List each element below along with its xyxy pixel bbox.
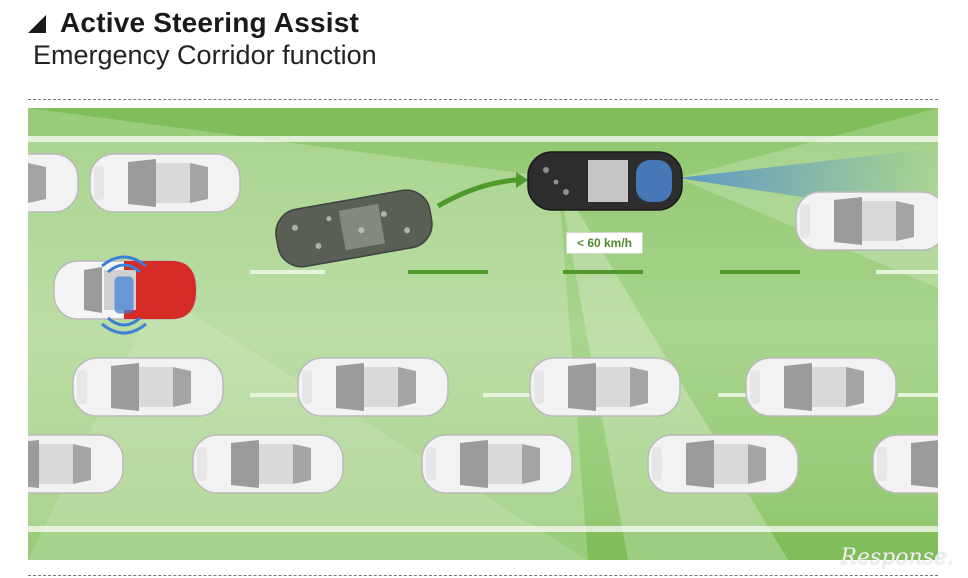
bottom-divider <box>28 575 938 576</box>
car-mid-1 <box>72 357 224 417</box>
speed-limit-label: < 60 km/h <box>566 232 643 254</box>
car-bot-0 <box>28 434 124 494</box>
title-row: Active Steering Assist <box>28 6 359 40</box>
car-changing-lane <box>275 189 433 268</box>
highway-illustration <box>28 108 938 560</box>
road-shoulder-line-bottom <box>28 526 938 532</box>
car-top-0 <box>28 153 79 213</box>
top-divider <box>28 99 938 100</box>
car-bot-2 <box>421 434 573 494</box>
car-bot-4 <box>872 434 938 494</box>
car-mid-2 <box>297 357 449 417</box>
header: Active Steering Assist <box>28 6 359 40</box>
page-subtitle: Emergency Corridor function <box>33 40 377 70</box>
arrow-head-icon <box>516 172 528 188</box>
lane-markings-lower <box>250 393 938 397</box>
car-top-right <box>795 191 938 251</box>
car-bot-3 <box>647 434 799 494</box>
lane-change-arrow <box>436 177 517 209</box>
car-bot-1 <box>192 434 344 494</box>
ego-sensor-waves <box>101 255 147 335</box>
car-mid-4 <box>745 357 897 417</box>
watermark-logo: Response. <box>840 545 954 570</box>
road-shoulder-line-top <box>28 136 938 142</box>
road-edge-bottom <box>28 532 938 560</box>
lane-markings-upper <box>250 270 938 274</box>
highway-scene <box>28 108 938 560</box>
car-mid-3 <box>529 357 681 417</box>
road-edge-top <box>28 108 938 136</box>
triangle-icon <box>28 15 46 33</box>
page-title: Active Steering Assist <box>60 7 360 38</box>
lead-vehicle <box>527 151 683 211</box>
car-top-1 <box>89 153 241 213</box>
